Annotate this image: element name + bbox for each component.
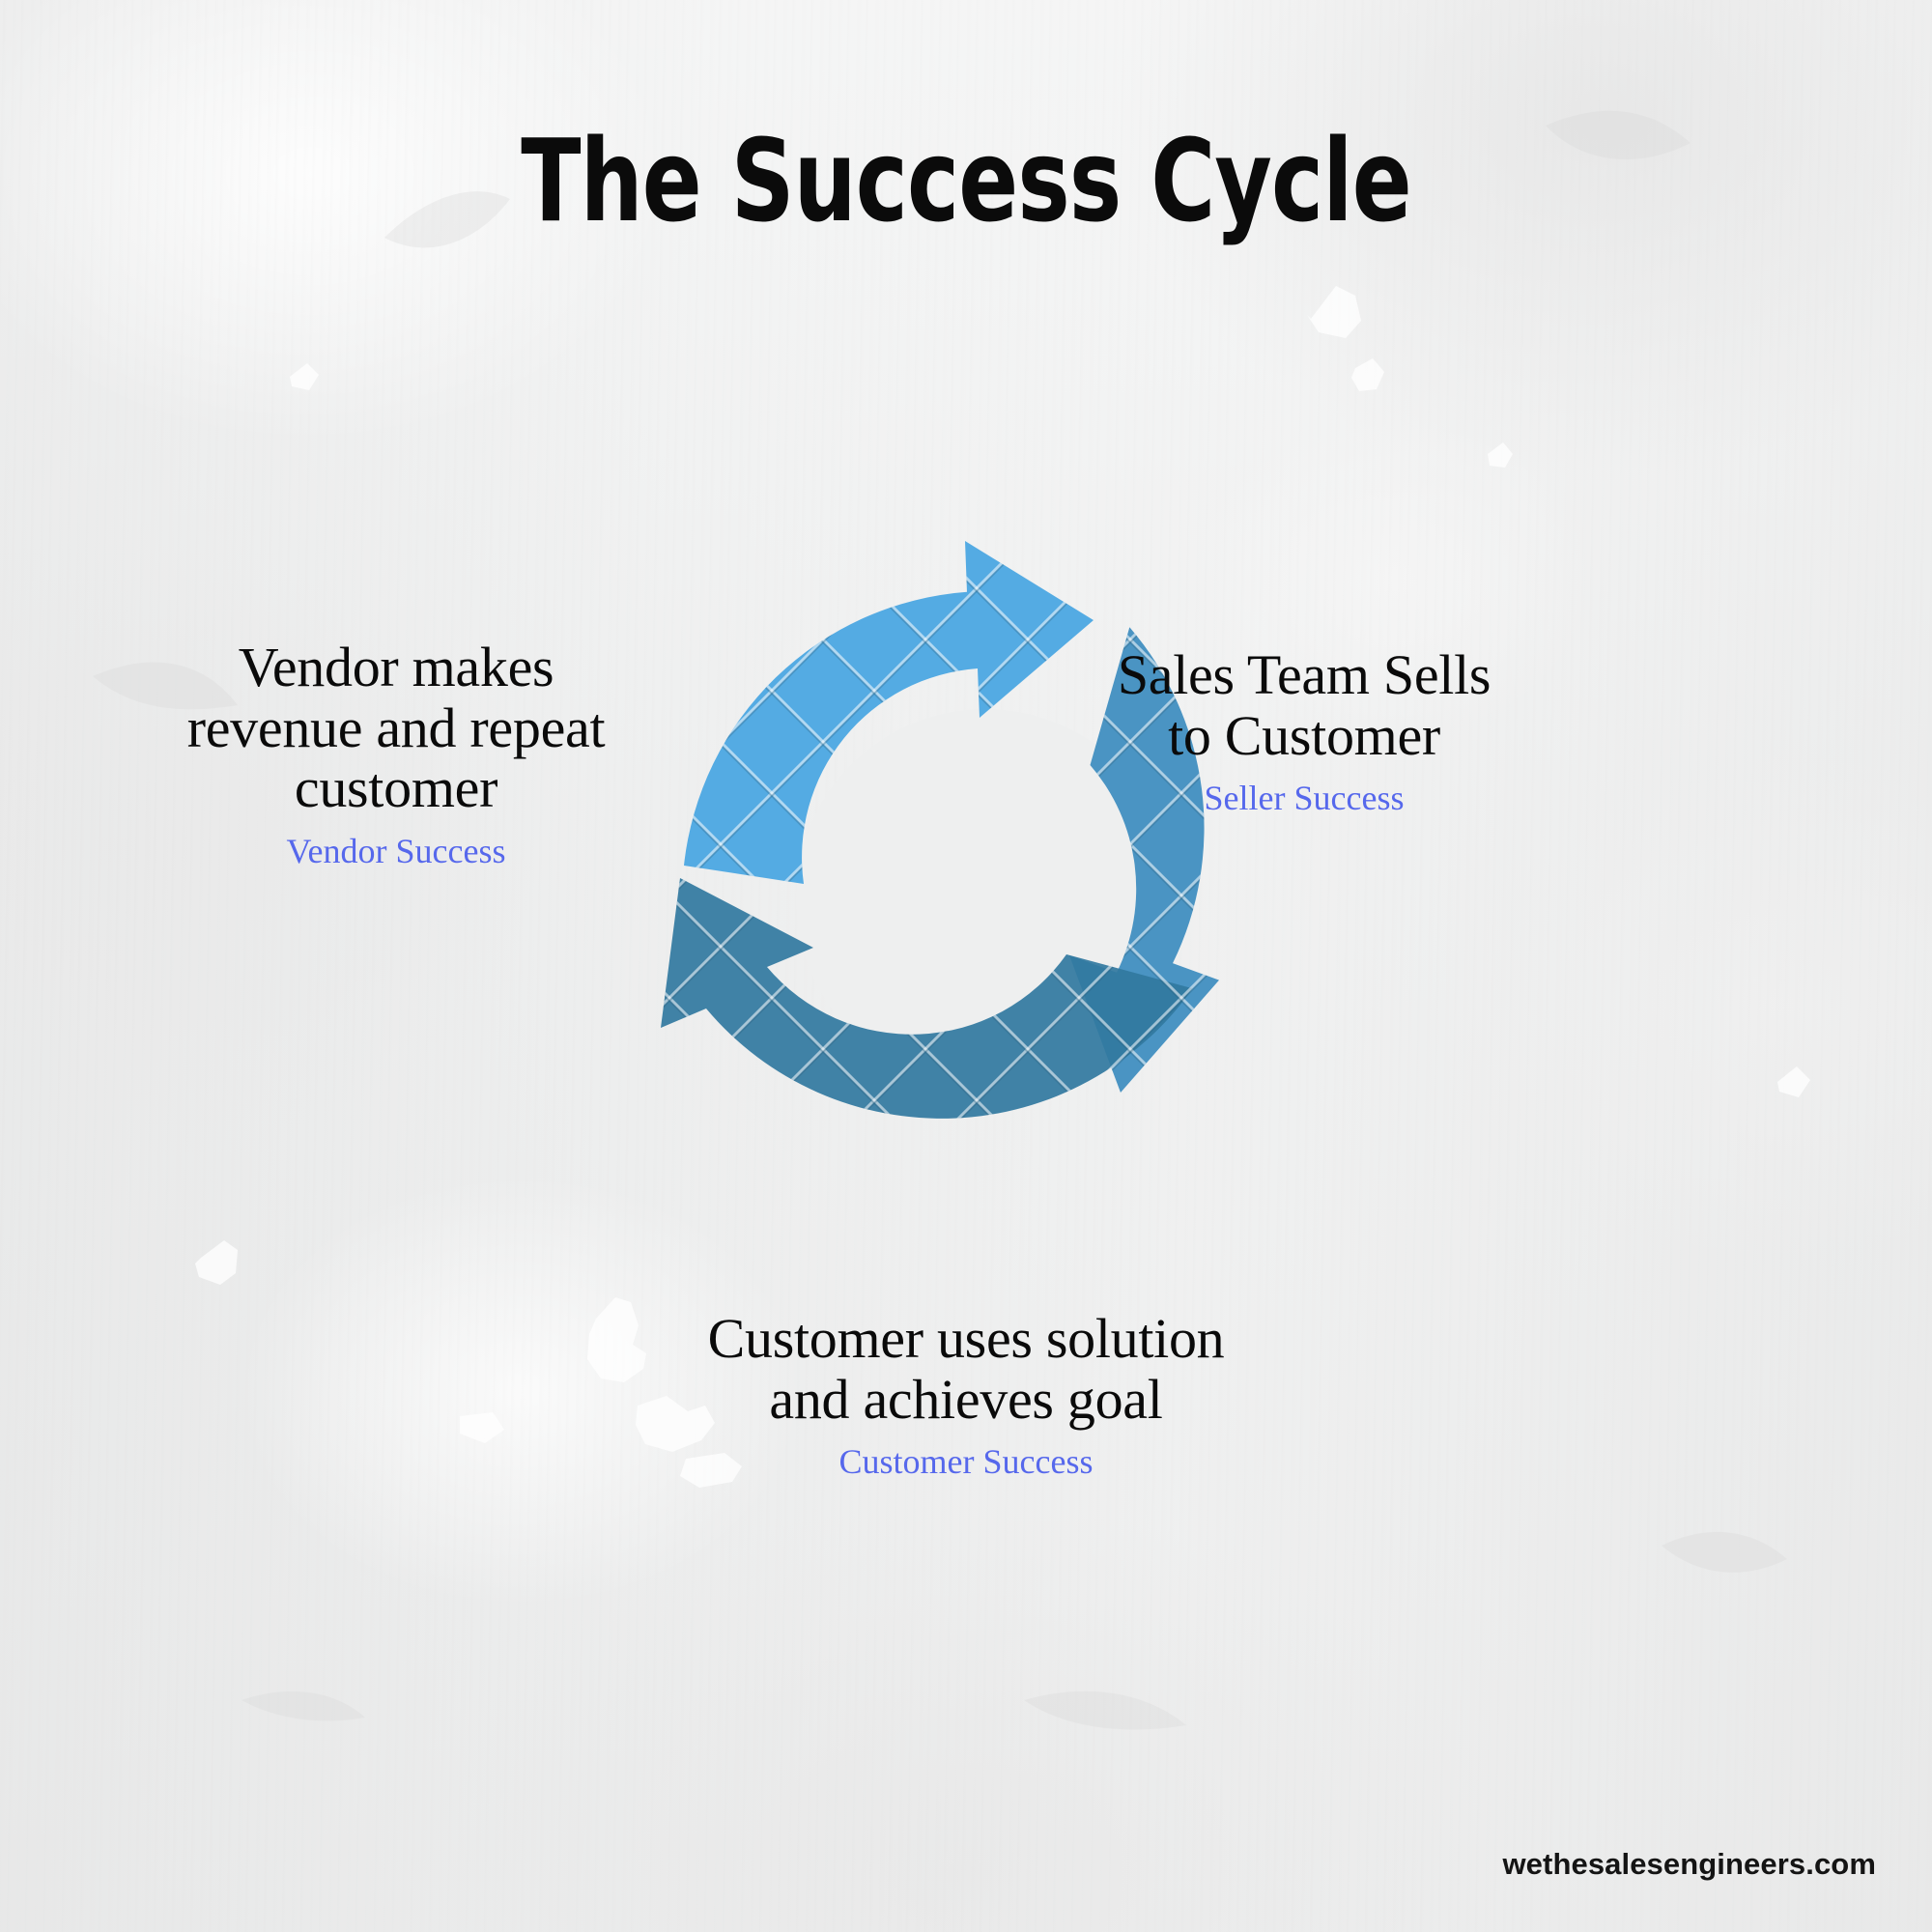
stage-label-vendor-text: Vendor makes revenue and repeat customer	[58, 636, 734, 820]
stage-label-vendor-line2: revenue and repeat	[186, 696, 606, 759]
stage-label-customer-line1: Customer uses solution	[707, 1307, 1225, 1370]
stage-sublabel-vendor: Vendor Success	[286, 831, 506, 870]
stage-label-customer: Customer uses solution and achieves goal…	[565, 1307, 1367, 1482]
stage-label-customer-line2: and achieves goal	[769, 1367, 1163, 1431]
stage-label-seller-line2: to Customer	[1168, 703, 1440, 767]
site-watermark: wethesalesengineers.com	[1502, 1847, 1876, 1881]
stage-label-seller-text: Sales Team Sells to Customer	[966, 643, 1642, 767]
stage-label-seller-line1: Sales Team Sells	[1117, 643, 1492, 706]
stage-label-seller: Sales Team Sells to Customer Seller Succ…	[966, 643, 1642, 818]
stage-label-vendor-line3: customer	[294, 756, 498, 820]
stage-label-vendor: Vendor makes revenue and repeat customer…	[58, 636, 734, 870]
cycle-crosshatch-overlay	[599, 512, 1372, 1285]
stage-label-vendor-line1: Vendor makes	[238, 636, 554, 698]
page-title: The Success Cycle	[521, 114, 1411, 247]
success-cycle-diagram	[599, 512, 1372, 1285]
stage-label-customer-text: Customer uses solution and achieves goal	[565, 1307, 1367, 1431]
stage-sublabel-customer: Customer Success	[838, 1442, 1094, 1482]
stage-sublabel-seller: Seller Success	[1204, 779, 1405, 818]
